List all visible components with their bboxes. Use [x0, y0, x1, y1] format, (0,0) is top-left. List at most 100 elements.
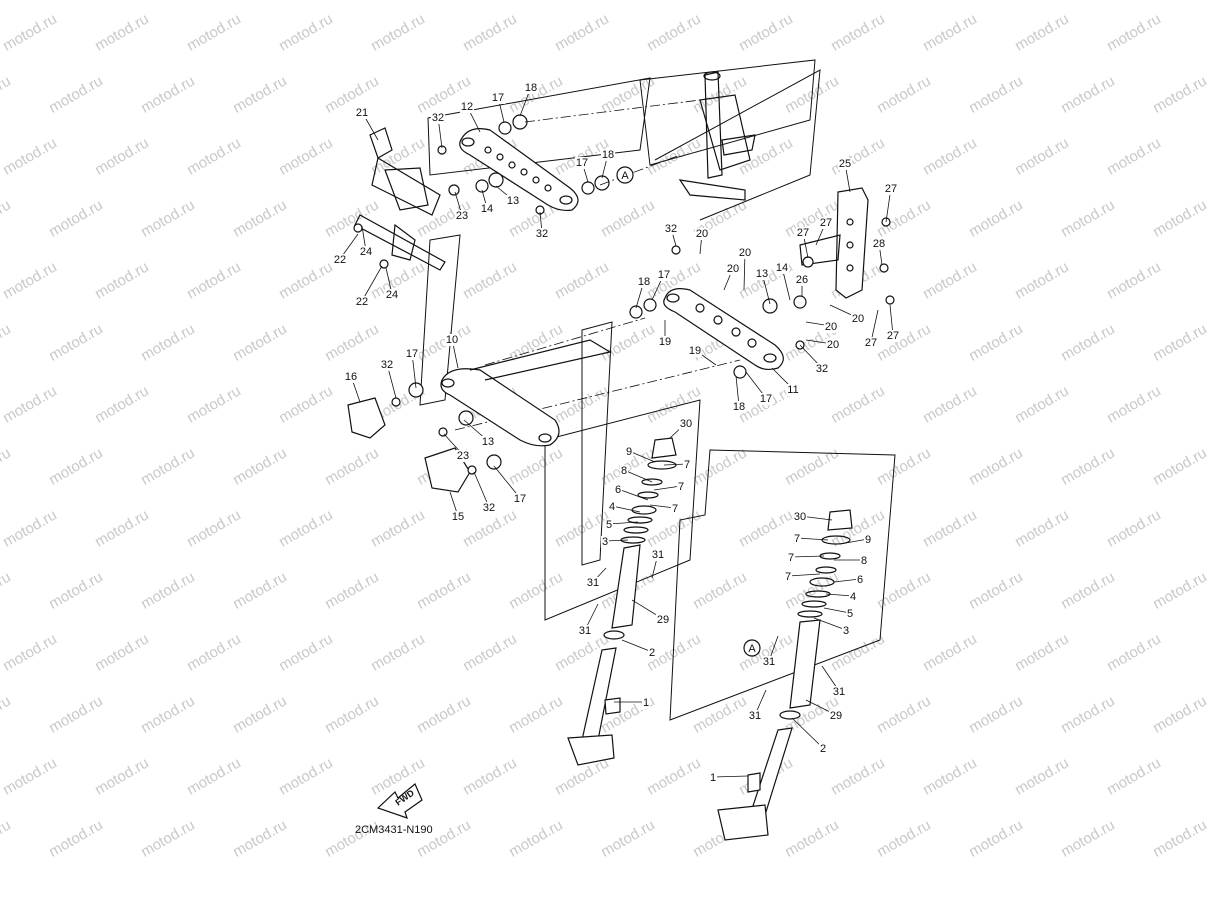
callout-c16: 16: [345, 371, 357, 383]
callout-c18c: 18: [638, 276, 650, 288]
callout-bg-c5a: [604, 519, 614, 531]
callout-c20e: 20: [825, 321, 837, 333]
callout-bg-c8a: [619, 465, 629, 477]
callout-bg-c1a: [641, 697, 651, 709]
callout-bg-c29b: [828, 710, 844, 722]
callout-bg-c10: [444, 334, 460, 346]
callout-c4a: 4: [609, 501, 615, 513]
callout-bg-c20c: [725, 263, 741, 275]
bracket-assembly-21: [354, 127, 446, 271]
frame-outline-right-shock: [669, 449, 896, 721]
leader-line-c9b: [839, 538, 869, 545]
callout-bg-c18d: [731, 401, 747, 413]
callout-bg-c22b: [354, 296, 370, 308]
callout-c23a: 23: [456, 210, 468, 222]
callout-c18d: 18: [733, 401, 745, 413]
callout-bg-c32d: [814, 363, 830, 375]
callout-c20d: 20: [852, 313, 864, 325]
callout-bg-c19b: [687, 345, 703, 357]
callout-bg-c20e: [823, 321, 839, 333]
callout-bg-c32a: [430, 112, 446, 124]
callout-c8a: 8: [621, 465, 627, 477]
callout-c30b: 30: [794, 511, 806, 523]
callout-bg-c24b: [384, 289, 400, 301]
callout-c7e: 7: [788, 552, 794, 564]
callout-bg-c31a: [650, 549, 666, 561]
callout-c21: 21: [356, 107, 368, 119]
axis-line-3: [484, 317, 646, 366]
axis-line-2: [599, 154, 681, 186]
callout-bg-c15: [450, 511, 466, 523]
callout-c24a: 24: [360, 246, 372, 258]
callout-c17c: 17: [658, 269, 670, 281]
callout-bg-c27b: [818, 217, 834, 229]
callout-c7d: 7: [794, 533, 800, 545]
callout-c1b: 1: [710, 772, 716, 784]
callout-bg-c23a: [454, 210, 470, 222]
callout-c3b: 3: [843, 625, 849, 637]
callout-bg-c6b: [855, 574, 865, 586]
callout-bg-c5b: [845, 608, 855, 620]
callout-c17f: 17: [514, 493, 526, 505]
leader-line-c7f: [787, 573, 821, 577]
callout-bg-c4b: [848, 591, 858, 603]
callout-bg-c32b: [534, 228, 550, 240]
callout-c8b: 8: [861, 555, 867, 567]
frame-outline-middle: [419, 234, 461, 406]
callout-bg-c20a: [694, 228, 710, 240]
leader-line-c9a: [628, 450, 656, 463]
callout-c17e: 17: [406, 348, 418, 360]
callout-c27d: 27: [865, 337, 877, 349]
callout-c17a: 17: [492, 92, 504, 104]
leader-line-c7c: [649, 504, 676, 509]
callout-bg-c7e: [786, 552, 796, 564]
callout-c25: 25: [839, 158, 851, 170]
callout-c23b: 23: [457, 450, 469, 462]
callout-bg-c18a: [523, 82, 539, 94]
leader-line-c2b: [791, 717, 824, 749]
frame-outline-right-upper: [654, 69, 821, 221]
callout-c26: 26: [796, 274, 808, 286]
ref-mark-a-bottom: A: [748, 643, 756, 655]
callout-bg-c19a: [657, 336, 673, 348]
callout-bg-c14b: [774, 262, 790, 274]
callout-c7c: 7: [672, 503, 678, 515]
ref-mark-a-top: A: [621, 170, 629, 182]
leader-line-c6b: [833, 578, 861, 583]
callout-bg-c7f: [783, 571, 793, 583]
callout-c32c: 32: [665, 223, 677, 235]
axis-line-1: [524, 99, 701, 123]
callout-bg-c2a: [647, 647, 657, 659]
callout-c7f: 7: [785, 571, 791, 583]
callout-bg-c32c: [663, 223, 679, 235]
callout-c9b: 9: [865, 534, 871, 546]
callout-bg-c9a: [624, 446, 634, 458]
callout-c2a: 2: [649, 647, 655, 659]
callout-c20f: 20: [827, 339, 839, 351]
bracket-plate-25: [799, 187, 869, 299]
callout-c11: 11: [787, 384, 798, 396]
fwd-arrow: FWD: [376, 783, 423, 819]
frame-outline-shock-inner: [581, 321, 613, 566]
leader-line-c7b: [653, 485, 682, 491]
callout-bg-c27c: [795, 227, 811, 239]
callout-c17b: 17: [576, 157, 588, 169]
callout-bg-c20d: [850, 313, 866, 325]
callout-bg-c3a: [600, 536, 610, 548]
callout-bg-c23b: [455, 450, 471, 462]
callout-c10: 10: [446, 334, 458, 346]
callout-bg-c9b: [863, 534, 873, 546]
callout-bg-c20b: [737, 247, 753, 259]
callout-bg-c18c: [636, 276, 652, 288]
callout-c31a: 31: [652, 549, 664, 561]
callout-c12: 12: [461, 101, 473, 113]
callout-bg-c13c: [480, 436, 496, 448]
leader-line-c1b: [712, 775, 749, 778]
callout-bg-c13a: [505, 195, 521, 207]
callout-c27a: 27: [885, 183, 897, 195]
callout-c32a: 32: [432, 112, 444, 124]
callout-bg-c17a: [490, 92, 506, 104]
callout-c32f: 32: [483, 502, 495, 514]
lower-link-bracket: [440, 339, 612, 447]
